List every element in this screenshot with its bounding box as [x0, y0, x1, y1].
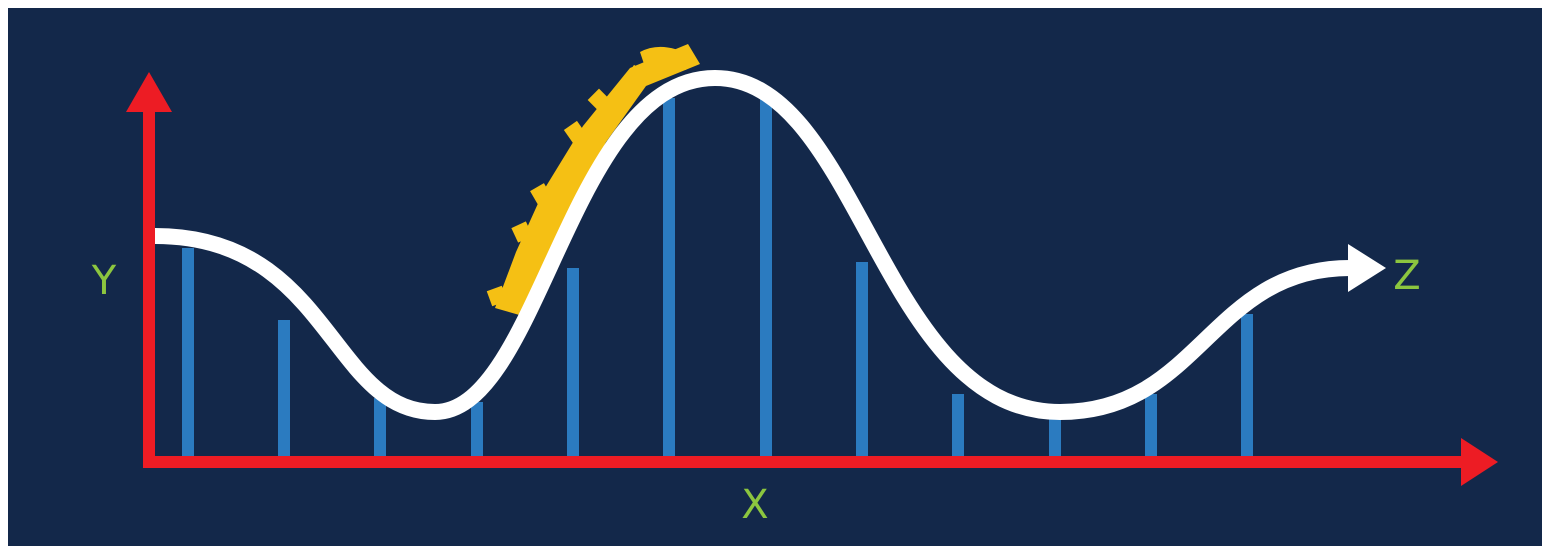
z-curve-arrowhead: [1348, 244, 1386, 292]
gear-tooth: [511, 221, 533, 243]
gear-tooth: [624, 64, 648, 88]
x-axis-arrowhead: [1461, 438, 1498, 486]
y-axis-line: [143, 108, 155, 468]
sampling-stems: [182, 98, 1253, 458]
gear-tooth: [486, 285, 508, 307]
gear-tooth: [640, 46, 692, 70]
x-axis-label: X: [741, 482, 768, 528]
gear-band: [495, 44, 700, 318]
x-axis-line: [143, 456, 1465, 468]
axes: [126, 72, 1498, 486]
y-axis-arrowhead: [126, 72, 172, 112]
gear-tooth: [563, 120, 587, 144]
z-curve: [154, 69, 1351, 421]
z-curve-label: Z: [1393, 253, 1420, 299]
y-axis-label: Y: [91, 258, 117, 304]
gear-tooth: [530, 183, 552, 205]
